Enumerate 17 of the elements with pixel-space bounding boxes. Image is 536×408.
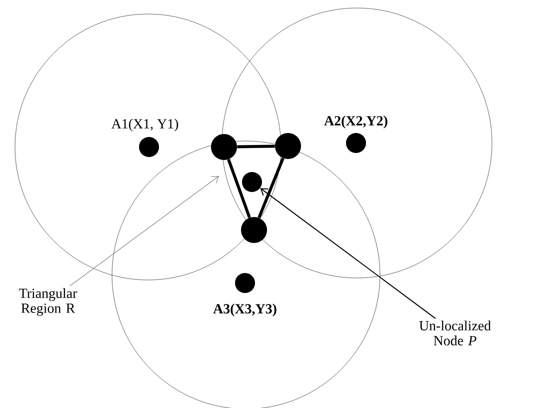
vertex-dot <box>275 133 301 159</box>
node-dot <box>235 273 255 293</box>
anchor-label: A3(X3,Y3) <box>213 304 276 316</box>
anchor-label: A2(X2,Y2) <box>324 116 388 128</box>
triangle-side <box>237 144 275 148</box>
node-dot <box>139 137 159 157</box>
vertex-dot <box>211 134 237 160</box>
leader-line <box>69 176 219 286</box>
anchor-label: A1(X1, Y1) <box>111 118 178 132</box>
vertex-dot <box>241 217 267 243</box>
node-dot <box>242 172 262 192</box>
callout-label: Triangular Region R <box>19 288 78 316</box>
callout-label: Un-localized Node P <box>419 320 491 346</box>
triangle-side <box>258 158 284 218</box>
node-dot <box>346 133 366 153</box>
leader-line <box>260 188 436 319</box>
triangle-side <box>227 158 251 218</box>
